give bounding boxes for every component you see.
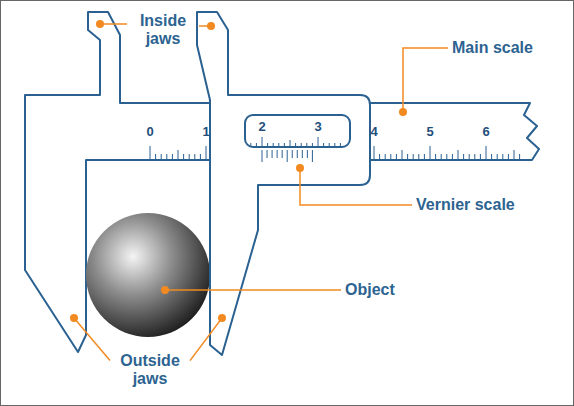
scale-tick (150, 146, 151, 160)
scale-tick (334, 143, 335, 147)
scale-number: 4 (370, 125, 377, 140)
callout-label: Object (345, 281, 395, 299)
callout-dot (96, 20, 104, 28)
scale-tick (413, 154, 414, 160)
scale-tick (267, 143, 268, 147)
scale-tick (318, 137, 319, 147)
scale-tick (379, 154, 380, 160)
leader-line (300, 168, 412, 205)
scale-tick (514, 150, 515, 160)
scale-tick (250, 143, 251, 147)
scale-number: 2 (258, 120, 265, 135)
scale-number: 1 (202, 125, 209, 140)
scale-tick (166, 154, 167, 160)
scale-tick (292, 150, 293, 158)
scale-tick (189, 154, 190, 160)
callout-label: Main scale (452, 39, 533, 57)
callout-label: Outside jaws (114, 352, 186, 389)
scale-tick (262, 137, 263, 147)
scale-tick (374, 146, 375, 160)
scale-tick (452, 154, 453, 160)
scale-tick (402, 150, 403, 160)
scale-tick (340, 143, 341, 147)
scale-tick (312, 150, 313, 162)
callout-dot (161, 286, 169, 294)
callout-label: Inside jaws (131, 12, 195, 49)
scale-tick (262, 150, 263, 162)
scale-tick (161, 154, 162, 160)
scale-tick (329, 143, 330, 147)
scale-tick (277, 150, 278, 158)
scale-tick (502, 154, 503, 160)
scale-tick (206, 146, 207, 160)
scale-tick (273, 143, 274, 147)
scale-tick (267, 150, 268, 158)
scale-tick (390, 154, 391, 160)
scale-tick (256, 143, 257, 147)
scale-ticks (150, 137, 520, 162)
scale-tick (407, 154, 408, 160)
scale-tick (302, 150, 303, 158)
scale-tick (295, 143, 296, 147)
scale-tick (441, 154, 442, 160)
callout-dot (70, 314, 78, 322)
scale-tick (307, 150, 308, 158)
scale-tick (508, 154, 509, 160)
scale-tick (178, 150, 179, 160)
vernier-window (245, 115, 350, 147)
scale-tick (519, 154, 520, 160)
callout-dot (207, 22, 215, 30)
leader-line (190, 318, 222, 361)
callout-dot (399, 108, 407, 116)
scale-tick (469, 154, 470, 160)
leader-line (403, 48, 448, 112)
scale-tick (430, 146, 431, 160)
scale-number: 6 (482, 125, 489, 140)
scale-tick (278, 143, 279, 147)
scale-tick (282, 150, 283, 158)
scale-number: 0 (146, 125, 153, 140)
scale-tick (491, 154, 492, 160)
object-ball (86, 213, 210, 337)
scale-tick (424, 154, 425, 160)
scale-tick (287, 150, 288, 162)
scale-tick (272, 150, 273, 158)
leader-line (165, 289, 341, 291)
scale-tick (200, 154, 201, 160)
scale-tick (486, 146, 487, 160)
callout-dot (218, 314, 226, 322)
scale-tick (385, 154, 386, 160)
scale-tick (458, 150, 459, 160)
scale-tick (323, 143, 324, 147)
scale-number: 5 (426, 125, 433, 140)
scale-tick (290, 140, 291, 147)
scale-tick (474, 154, 475, 160)
scale-tick (480, 154, 481, 160)
scale-tick (155, 154, 156, 160)
callout-dot (296, 164, 304, 172)
scale-tick (194, 154, 195, 160)
leader-line (100, 23, 127, 25)
scale-tick (418, 154, 419, 160)
scale-tick (396, 154, 397, 160)
scale-number: 3 (314, 120, 321, 135)
scale-tick (463, 154, 464, 160)
scale-tick (435, 154, 436, 160)
scale-tick (301, 143, 302, 147)
scale-tick (172, 154, 173, 160)
scale-tick (284, 143, 285, 147)
scale-tick (312, 143, 313, 147)
scale-tick (297, 150, 298, 158)
scale-tick (183, 154, 184, 160)
callout-label: Vernier scale (416, 196, 515, 214)
scale-tick (306, 143, 307, 147)
leader-line (74, 318, 110, 361)
scale-tick (446, 154, 447, 160)
scale-tick (497, 154, 498, 160)
sliding-jaw (197, 12, 370, 355)
